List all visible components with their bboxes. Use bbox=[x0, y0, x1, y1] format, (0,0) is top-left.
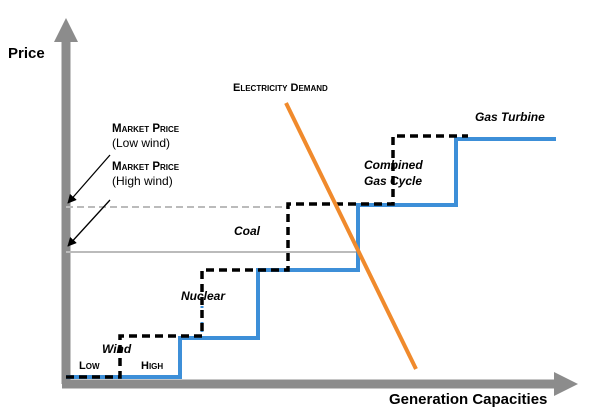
wind-label: Wind bbox=[102, 342, 132, 356]
gas-turbine-label: Gas Turbine bbox=[475, 110, 545, 124]
supply-curve-high-wind bbox=[66, 137, 556, 379]
arrow-low-wind bbox=[67, 154, 111, 204]
market-price-high-wind-title: Market Price bbox=[112, 161, 180, 173]
x-axis-label: Generation Capacities bbox=[389, 391, 547, 408]
coal-label: Coal bbox=[234, 224, 261, 238]
electricity-demand-line bbox=[284, 102, 418, 370]
market-price-high-wind-condition: (High wind) bbox=[112, 174, 173, 188]
combined-gas-cycle-label-line1: Combined bbox=[364, 158, 423, 172]
nuclear-label: Nuclear bbox=[181, 289, 226, 303]
supply-curve-low-wind bbox=[66, 134, 468, 379]
electricity-demand-label: Electricity Demand bbox=[233, 82, 328, 94]
market-price-low-wind-title: Market Price bbox=[112, 123, 180, 135]
y-axis-label: Price bbox=[8, 45, 45, 62]
low-wind-label: Low bbox=[79, 360, 100, 372]
axes bbox=[54, 18, 578, 396]
combined-gas-cycle-label-line2: Gas Cycle bbox=[364, 174, 422, 188]
high-wind-label: High bbox=[141, 360, 163, 372]
y-axis-arrowhead bbox=[54, 18, 78, 42]
arrow-high-wind bbox=[67, 199, 111, 247]
market-price-low-wind-condition: (Low wind) bbox=[112, 136, 170, 150]
x-axis-arrowhead bbox=[554, 372, 578, 396]
